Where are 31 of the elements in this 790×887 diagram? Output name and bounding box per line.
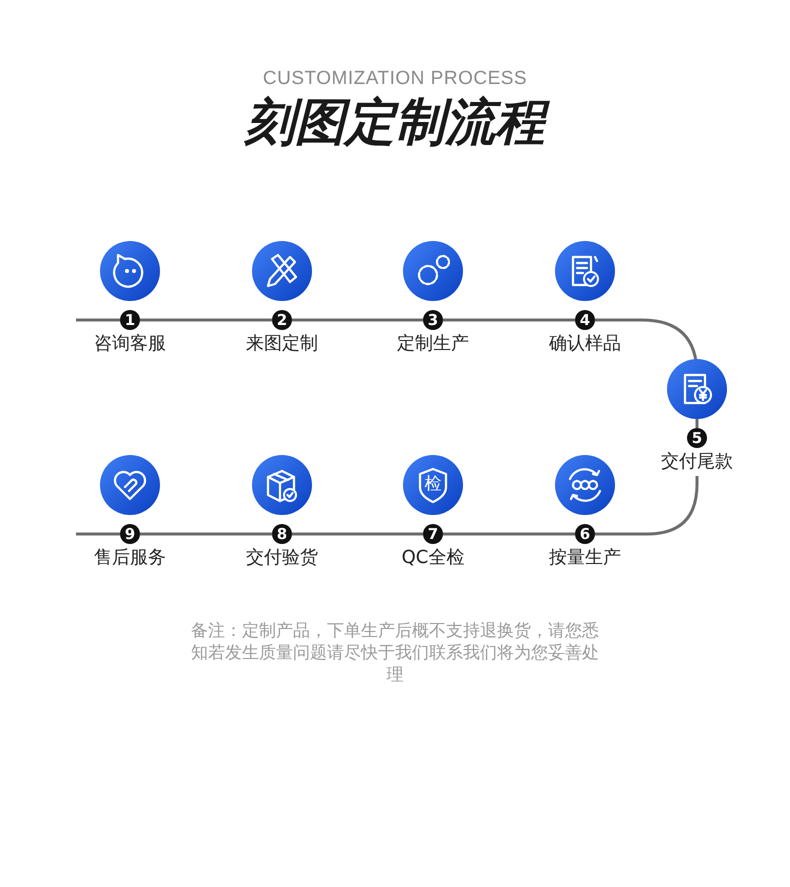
step-label: 交付尾款 <box>660 450 734 474</box>
step-number: 5 <box>687 428 707 448</box>
step-number: 9 <box>120 524 140 544</box>
icon-character: 检 <box>424 473 442 496</box>
timeline-line <box>76 318 120 322</box>
timeline-line <box>443 532 575 536</box>
note-text: 备注：定制产品，下单生产后概不支持退换货，请您悉知若发生质量问题请尽快于我们联系我们将为您妥善处理 <box>190 620 600 686</box>
step-number: 4 <box>575 310 595 330</box>
timeline-line <box>76 532 120 536</box>
step-label: 按量生产 <box>548 546 622 570</box>
title: 刻图定制流程 <box>0 90 790 154</box>
step-label: 定制生产 <box>396 332 470 356</box>
timeline-line <box>292 532 423 536</box>
timeline-line <box>595 476 698 536</box>
timeline-line <box>140 532 272 536</box>
step-label: QC全检 <box>400 546 466 570</box>
step-label: 售后服务 <box>93 546 167 570</box>
step-label: 交付验货 <box>245 546 319 570</box>
subtitle: CUSTOMIZATION PROCESS <box>262 68 528 90</box>
step-number: 2 <box>272 310 292 330</box>
step-number: 8 <box>272 524 292 544</box>
step-number: 3 <box>423 310 443 330</box>
step-label: 来图定制 <box>245 332 319 356</box>
step-label: 咨询客服 <box>93 332 167 356</box>
timeline-line <box>140 318 272 322</box>
step-label: 确认样品 <box>548 332 622 356</box>
timeline-line <box>443 318 575 322</box>
step-number: 6 <box>575 524 595 544</box>
timeline-line <box>292 318 423 322</box>
step-number: 7 <box>423 524 443 544</box>
step-number: 1 <box>120 310 140 330</box>
